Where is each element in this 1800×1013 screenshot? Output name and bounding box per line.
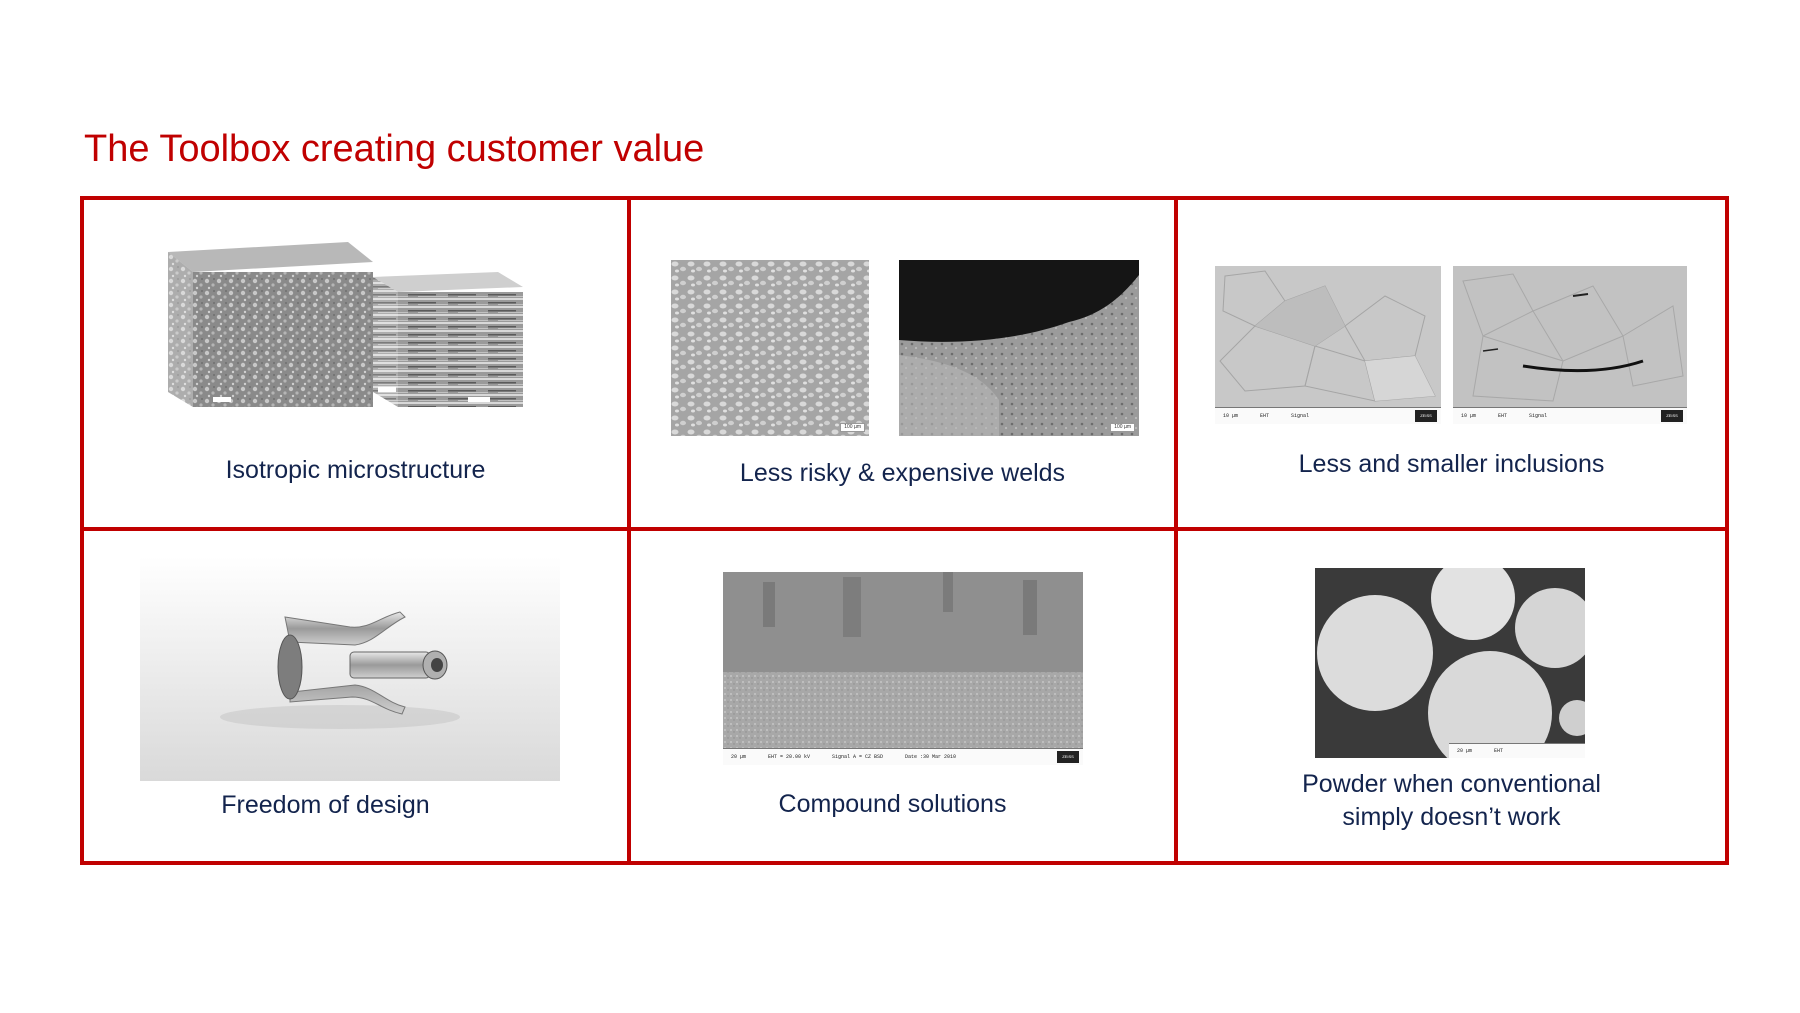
sem-databar: 20 µm EHT = 20.00 kV Signal A = CZ BSD D… xyxy=(723,747,1083,765)
cell-freedom-of-design: Freedom of design xyxy=(84,530,631,861)
caption-compound: Compound solutions xyxy=(778,789,1007,818)
zeiss-logo-icon: ZEISS xyxy=(1415,410,1437,422)
design-part-render xyxy=(140,556,560,781)
toolbox-grid: Isotropic microstructure 100 µm xyxy=(80,196,1729,865)
cell-welds: 100 µm 100 µm Less risky & expensive wel… xyxy=(631,200,1178,531)
compound-sem-image: 20 µm EHT = 20.00 kV Signal A = CZ BSD D… xyxy=(723,571,1083,765)
page-title: The Toolbox creating customer value xyxy=(84,128,705,170)
cell-isotropic-microstructure: Isotropic microstructure xyxy=(84,200,631,531)
caption-inclusions: Less and smaller inclusions xyxy=(1298,450,1605,478)
zeiss-logo-icon: ZEISS xyxy=(1057,750,1079,763)
caption-welds: Less risky & expensive welds xyxy=(739,459,1066,487)
weld-micrograph-right: 100 µm xyxy=(899,260,1139,436)
zeiss-logo-icon: ZEISS xyxy=(1661,410,1683,422)
caption-freedom: Freedom of design xyxy=(221,790,430,819)
caption-powder: Powder when conventional simply doesn’t … xyxy=(1302,769,1601,831)
caption-isotropic: Isotropic microstructure xyxy=(225,456,486,484)
cell-compound-solutions: 20 µm EHT = 20.00 kV Signal A = CZ BSD D… xyxy=(631,530,1178,861)
weld-micrograph-left: 100 µm xyxy=(671,260,869,436)
microstructure-cube-image xyxy=(168,242,540,412)
